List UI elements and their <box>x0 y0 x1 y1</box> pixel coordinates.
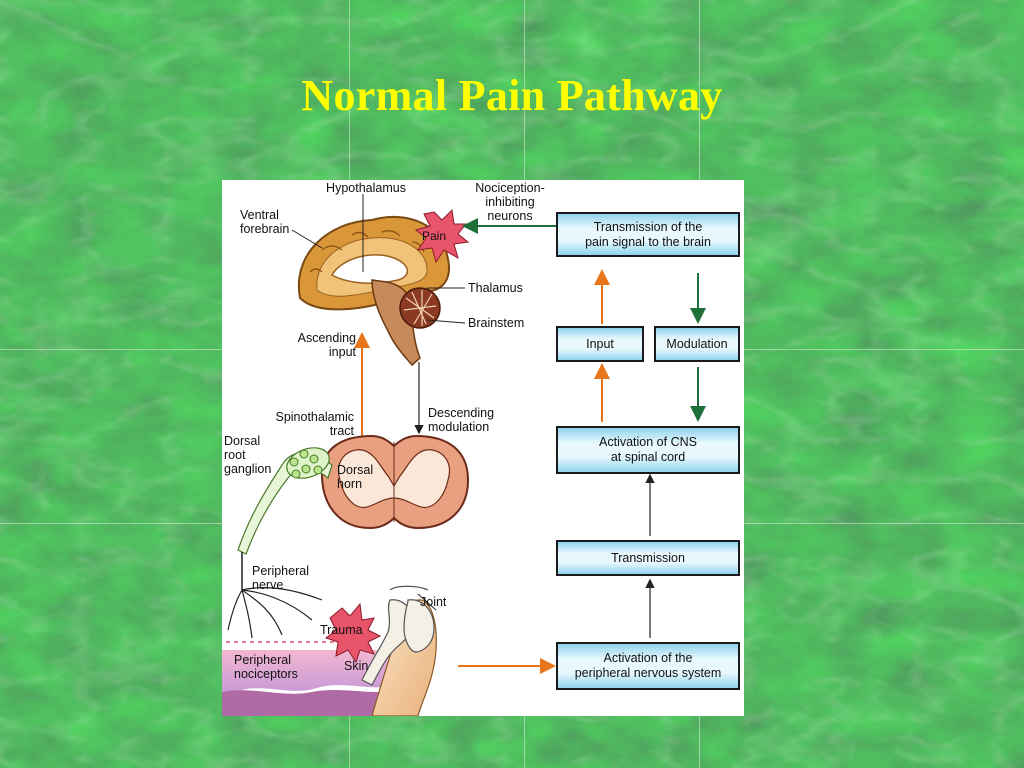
label-peripheral-nociceptors: Peripheral nociceptors <box>234 653 298 681</box>
slide-title: Normal Pain Pathway <box>301 71 723 120</box>
label-ascending-input: Ascending input <box>297 331 356 359</box>
label-brainstem: Brainstem <box>468 316 525 330</box>
label-joint: Joint <box>420 595 447 609</box>
box-activation-pns: Activation of the peripheral nervous sys… <box>556 642 740 690</box>
box-transmission-to-brain: Transmission of the pain signal to the b… <box>556 212 740 257</box>
label-descending-modulation: Descending modulation <box>428 406 495 434</box>
label-skin: Skin <box>344 659 369 673</box>
pain-burst-icon <box>414 208 470 264</box>
label-trauma: Trauma <box>320 623 363 637</box>
label-peripheral-nerve: Peripheral nerve <box>252 564 309 592</box>
box-input: Input <box>556 326 644 362</box>
label-pain: Pain <box>422 229 447 243</box>
label-dorsal-root-ganglion: Dorsal root ganglion <box>224 434 272 476</box>
skin-joint-illustration <box>222 585 437 716</box>
label-nociception-inhibiting-neurons: Nociception- inhibiting neurons <box>475 181 545 223</box>
diagram-graphics <box>222 194 706 716</box>
box-activation-cns: Activation of CNS at spinal cord <box>556 426 740 474</box>
label-thalamus: Thalamus <box>468 281 523 295</box>
pain-pathway-diagram: Hypothalamus Nociception- inhibiting neu… <box>222 180 744 716</box>
label-ventral-forebrain: Ventral forebrain <box>240 208 290 236</box>
box-transmission: Transmission <box>556 540 740 576</box>
brain-illustration <box>297 215 450 367</box>
label-spinothalamic-tract: Spinothalamic tract <box>275 410 354 438</box>
nerve-illustration <box>226 447 354 643</box>
label-dorsal-horn: Dorsal horn <box>337 463 374 491</box>
box-modulation: Modulation <box>654 326 740 362</box>
spinal-cord-illustration <box>320 434 470 530</box>
label-hypothalamus: Hypothalamus <box>326 181 406 195</box>
trauma-burst-icon <box>324 602 382 664</box>
